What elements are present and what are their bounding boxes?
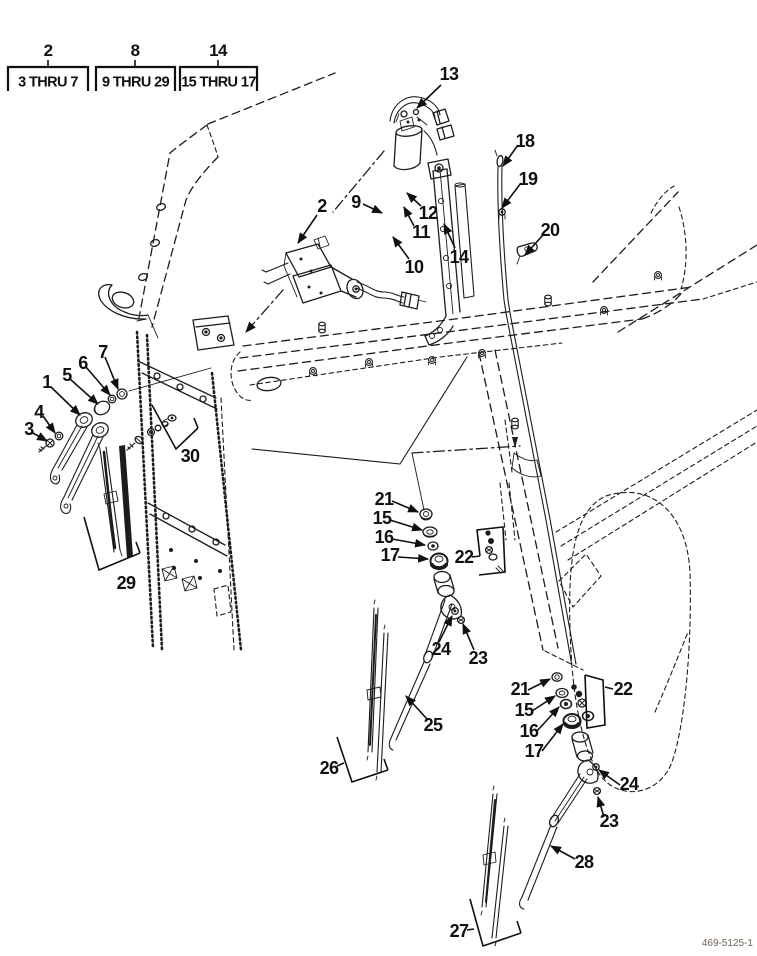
callout-label-4: 4	[34, 402, 44, 422]
drawing-number: 469-5125-1	[702, 938, 754, 949]
callout-label-30: 30	[181, 446, 200, 466]
legend-assembly-2: 2	[44, 41, 53, 60]
legend-assembly-14: 14	[209, 41, 228, 60]
drive-bracket	[424, 158, 475, 346]
rail-studs-and-grommets	[309, 271, 662, 448]
callout-label-20: 20	[541, 220, 560, 240]
connecting-rod	[494, 149, 577, 667]
callout-label-12: 12	[419, 203, 438, 223]
callout-label-10: 10	[405, 257, 424, 277]
callout-label-29: 29	[117, 573, 136, 593]
callout-label-23a: 23	[469, 648, 488, 668]
motor-mounting-plate	[192, 315, 235, 351]
mounting-hardware-30	[126, 414, 177, 451]
right-wiper-blade	[480, 785, 509, 947]
callout-label-13: 13	[440, 64, 459, 84]
callout-label-19: 19	[519, 169, 538, 189]
roof-corner-bracket	[98, 284, 159, 339]
legend-range-15-thru-17: 15 THRU 17	[181, 75, 256, 91]
callout-label-28: 28	[575, 852, 594, 872]
callout-label-14: 14	[450, 247, 469, 267]
callout-label-2: 2	[317, 196, 327, 216]
bracket-leaders	[83, 404, 614, 948]
leader-arrows	[32, 84, 621, 860]
callout-label-18: 18	[516, 131, 535, 151]
right-pivot-hardware	[551, 672, 602, 796]
legend: 2 8 14 3 THRU 7 9 THRU 29 15 THRU 17	[6, 41, 259, 91]
callout-label-6: 6	[78, 353, 88, 373]
wiper-motor-left	[261, 235, 427, 310]
callout-label-11: 11	[412, 222, 430, 242]
center-pivot-hardware	[411, 445, 521, 625]
cab-frame-outline	[98, 72, 757, 793]
callout-label-24a: 24	[432, 639, 451, 659]
right-wiper-arm	[519, 773, 588, 910]
callout-label-16b: 16	[520, 721, 539, 741]
left-wiper-arm-group	[38, 367, 212, 514]
callout-label-15b: 15	[515, 700, 534, 720]
callout-label-17b: 17	[525, 741, 544, 761]
callout-label-16a: 16	[375, 527, 394, 547]
legend-assembly-8: 8	[131, 41, 140, 60]
callout-label-1: 1	[42, 372, 52, 392]
center-wiper-blade	[366, 599, 389, 781]
callout-label-23b: 23	[600, 811, 619, 831]
callout-label-24b: 24	[620, 774, 639, 794]
callout-label-7: 7	[98, 342, 108, 362]
left-wiper-blade	[97, 442, 133, 558]
callout-label-22a: 22	[455, 547, 474, 567]
legend-range-9-thru-29: 9 THRU 29	[102, 75, 170, 91]
callout-label-22b: 22	[614, 679, 633, 699]
callout-labels: 13 2 9 12 11 10 14 18 19 20 7 6 5 1 4 3 …	[24, 64, 639, 941]
callout-label-17a: 17	[381, 545, 400, 565]
wiper-motor-top	[389, 96, 455, 171]
callout-label-25: 25	[424, 715, 443, 735]
legend-range-3-thru-7: 3 THRU 7	[18, 75, 78, 91]
callout-label-15a: 15	[373, 508, 392, 528]
center-wiper-arm	[388, 599, 453, 751]
callout-label-27: 27	[450, 921, 469, 941]
callout-label-9: 9	[351, 192, 361, 212]
callout-label-21b: 21	[511, 679, 530, 699]
callout-label-26: 26	[320, 758, 339, 778]
callout-label-3: 3	[24, 419, 34, 439]
callout-label-21a: 21	[375, 489, 394, 509]
callout-label-5: 5	[62, 365, 72, 385]
